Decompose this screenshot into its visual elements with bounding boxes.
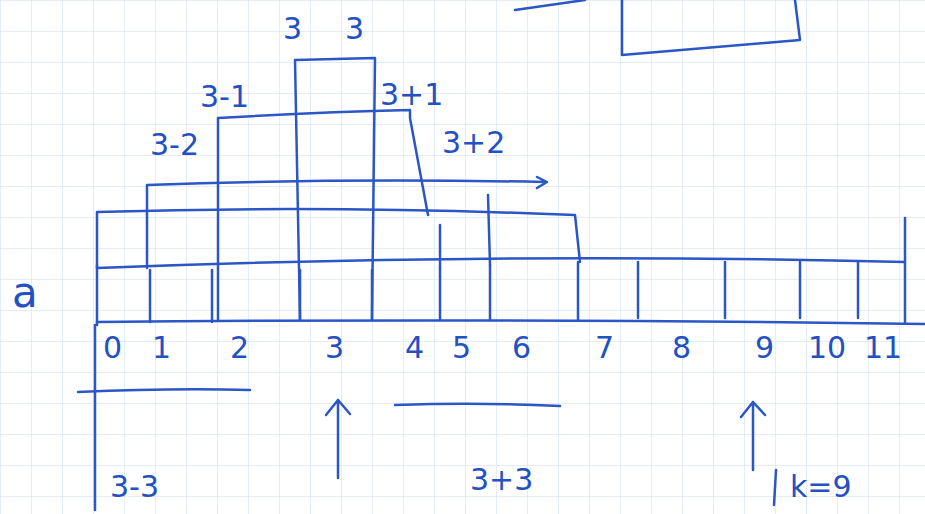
box-sketch	[622, 0, 800, 55]
pointer-arrow	[741, 402, 765, 470]
offset-label: 3+3	[470, 465, 533, 495]
pointer-arrow	[326, 400, 350, 478]
offset-label: 3-3	[110, 472, 159, 502]
offset-label: 3-1	[200, 82, 249, 112]
index-label: 2	[230, 333, 249, 363]
index-label: 1	[152, 333, 171, 363]
underline	[78, 389, 250, 392]
bracket-line	[94, 325, 97, 510]
range-layer	[488, 195, 490, 265]
index-label: 7	[595, 333, 614, 363]
index-label: 8	[672, 333, 691, 363]
array-name: a	[12, 272, 38, 314]
bracket-line	[774, 470, 776, 505]
offset-label: 3	[345, 14, 364, 44]
offset-label: 3+2	[442, 128, 505, 158]
range-layer	[97, 209, 580, 268]
index-label: 5	[452, 333, 471, 363]
underline	[395, 404, 560, 406]
offset-label: 3+1	[380, 80, 443, 110]
range-layer	[147, 177, 547, 268]
offset-label: 3-2	[150, 130, 199, 160]
index-label: 10	[808, 333, 846, 363]
index-label: 3	[325, 333, 344, 363]
index-label: 9	[755, 333, 774, 363]
index-label: 0	[103, 333, 122, 363]
range-layer	[295, 58, 375, 320]
offset-label: 3	[283, 14, 302, 44]
pointer-label: k=9	[790, 472, 852, 502]
range-layer	[218, 110, 440, 320]
stroke	[515, 0, 585, 10]
index-label: 6	[512, 333, 531, 363]
array-bottom	[97, 320, 925, 324]
index-label: 11	[864, 333, 902, 363]
index-label: 4	[405, 333, 424, 363]
